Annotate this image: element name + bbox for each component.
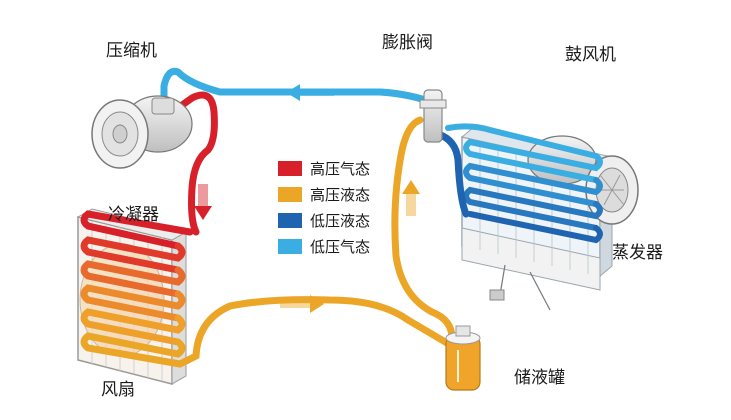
receiver-drier: [445, 325, 481, 391]
label-condenser: 冷凝器: [108, 205, 159, 225]
label-evaporator: 蒸发器: [612, 243, 663, 263]
legend-item-high-pressure-liquid: 高压液态: [278, 181, 370, 207]
legend-item-low-pressure-gas: 低压气态: [278, 233, 370, 259]
blower-wheel-blades: [599, 174, 625, 206]
legend-item-high-pressure-gas: 高压气态: [278, 155, 370, 181]
legend-label: 低压液态: [310, 211, 371, 230]
legend-swatch: [278, 238, 302, 254]
legend-swatch: [278, 160, 302, 176]
arrow-high-pressure-liquid-right-icon: [280, 295, 324, 313]
legend-label: 低压气态: [310, 237, 371, 256]
high-pressure-liquid-line: [176, 296, 456, 368]
legend-label: 高压液态: [310, 185, 371, 204]
arrow-high-pressure-liquid-up-icon: [402, 180, 420, 216]
label-fan: 风扇: [101, 380, 135, 400]
evaporator-drain: [489, 289, 505, 301]
label-expansion-valve: 膨胀阀: [382, 33, 433, 53]
condenser-coils: [80, 210, 194, 368]
legend-item-low-pressure-liquid: 低压液态: [278, 207, 370, 233]
arrow-high-pressure-gas-down-icon: [194, 184, 212, 220]
label-compressor: 压缩机: [106, 41, 157, 61]
label-blower: 鼓风机: [565, 45, 616, 65]
legend-swatch: [278, 186, 302, 202]
compressor: [91, 95, 193, 169]
evaporator-coils: [445, 123, 603, 244]
arrow-low-pressure-gas-left-icon: [286, 84, 334, 101]
low-pressure-gas-line: [160, 67, 440, 108]
high-pressure-gas-line: [174, 91, 218, 236]
flow-arrows: [194, 84, 420, 313]
legend: 高压气态 高压液态 低压液态 低压气态: [278, 155, 370, 259]
expansion-valve: [419, 89, 447, 143]
legend-swatch: [278, 212, 302, 228]
legend-label: 高压气态: [310, 159, 371, 178]
low-pressure-liquid-line: [434, 130, 470, 218]
high-pressure-liquid-line-to-valve: [391, 116, 456, 342]
label-receiver-drier: 储液罐: [514, 368, 565, 388]
